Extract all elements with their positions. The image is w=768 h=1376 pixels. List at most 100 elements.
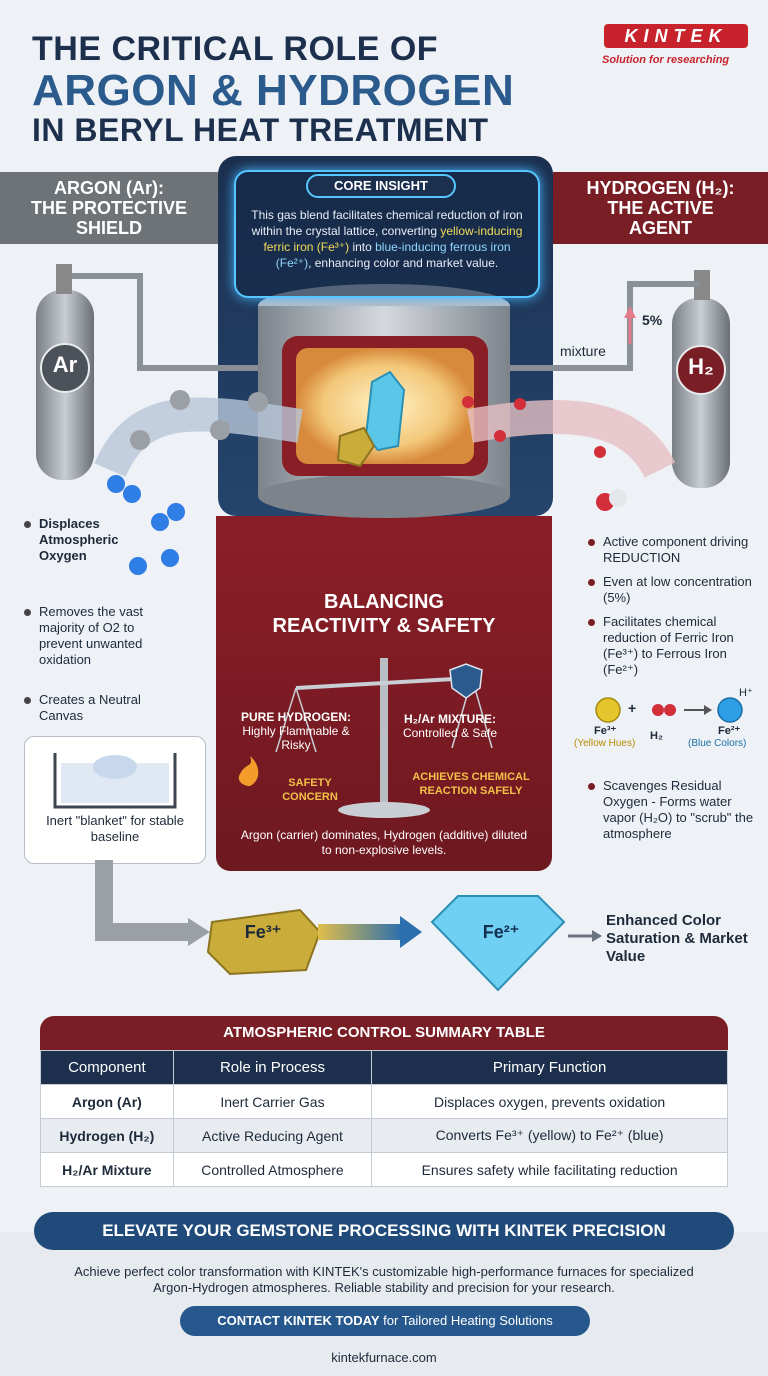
table-cell: Inert Carrier Gas [172,1084,373,1119]
argon-valve [56,264,72,294]
table-cell: Argon (Ar) [40,1084,174,1119]
balance-note: Argon (carrier) dominates, Hydrogen (add… [240,828,528,857]
table-header: Component [40,1050,174,1085]
hydrogen-molecule [462,396,474,408]
bullet-dot [588,619,595,626]
table-cell: Active Reducing Agent [172,1118,373,1153]
contact-button[interactable]: CONTACT KINTEK TODAY for Tailored Heatin… [180,1306,590,1336]
reaction-diagram: + H⁺ Fe³⁺ H₂ Fe²⁺ (Yellow Hues) (Blue Co… [574,687,758,760]
transformation-illustration [95,860,602,992]
scavenge-point: Scavenges Residual Oxygen - Forms water … [588,778,758,842]
bullet-dot [588,539,595,546]
bullet-dot [588,783,595,790]
argon-flow [94,397,303,478]
hydrogen-point-3: Facilitates chemical reduction of Ferric… [603,614,734,677]
hydrogen-tank-label: H₂ [688,354,714,379]
hydrogen-banner-line-2: THE ACTIVE [607,198,714,218]
core-insight-tag: CORE INSIGHT [306,174,456,198]
title-line-1: THE CRITICAL ROLE OF [32,30,439,68]
mixture-sub: Controlled & Safe [402,726,498,740]
reaction-molecules [595,697,743,723]
blue-crystal [364,370,406,452]
logo-tagline: Solution for researching [602,54,730,66]
hydrogen-points: Active component driving REDUCTION Even … [588,534,758,678]
contact-button-rest: for Tailored Heating Solutions [379,1313,553,1328]
table-row: Hydrogen (H₂) Active Reducing Agent Conv… [40,1118,728,1153]
argon-badge [40,343,90,393]
reaction-hplus: H⁺ [739,687,753,699]
bullet-dot [24,697,31,704]
kintek-logo[interactable]: KINTEK [604,24,748,48]
argon-banner-line-1: ARGON (Ar): [54,178,164,198]
balance-title-line-1: BALANCING [324,591,444,613]
bullet-dot [588,579,595,586]
hydrogen-molecule [494,430,506,442]
pure-hydrogen-sub: Highly Flammable & Risky [242,724,350,752]
reaction-fe3: Fe³⁺ [594,725,617,737]
hydrogen-molecule [609,489,627,507]
balance-title: BALANCING REACTIVITY & SAFETY [226,590,542,638]
table-header: Role in Process [172,1050,373,1085]
balance-title-line-2: REACTIVITY & SAFETY [272,615,496,637]
table-cell: Hydrogen (H₂) [40,1118,174,1153]
yellow-rough [336,426,376,468]
argon-banner: ARGON (Ar): THE PROTECTIVE SHIELD [0,172,218,244]
footer-text: Achieve perfect color transformation wit… [74,1264,694,1295]
table-cell: Converts Fe³⁺ (yellow) to Fe²⁺ (blue) [371,1118,728,1153]
argon-points: Displaces Atmospheric Oxygen Removes the… [24,516,214,724]
hydrogen-valve [694,270,710,300]
hydrogen-point-1: Active component driving REDUCTION [603,534,749,565]
hydrogen-flow [467,400,676,479]
blue-gem [430,895,566,992]
pure-hydrogen-label: PURE HYDROGEN: Highly Flammable & Risky [236,710,356,752]
oxygen-molecule [151,513,169,531]
scale-icon [238,658,493,818]
oxygen-molecule [107,475,125,493]
hydrogen-point-2: Even at low concentration (5%) [603,574,752,605]
argon-atom [130,430,150,450]
hydrogen-molecule [514,398,526,410]
reaction-fe3-note: (Yellow Hues) [574,738,636,749]
scavenge-text: Scavenges Residual Oxygen - Forms water … [603,778,754,841]
reaction-h2: H₂ [650,730,663,742]
argon-atom [210,420,230,440]
contact-button-bold: CONTACT KINTEK TODAY [217,1313,380,1328]
title-line-3: IN BERYL HEAT TREATMENT [32,112,489,148]
hydrogen-banner: HYDROGEN (H₂): THE ACTIVE AGENT [553,172,768,244]
oxygen-molecule [167,503,185,521]
reaction-fe2: Fe²⁺ [718,725,741,737]
argon-point-1: Displaces Atmospheric Oxygen [39,516,119,563]
argon-banner-line-3: SHIELD [75,218,142,238]
blanket-icon [53,753,177,809]
oxygen-molecule [129,557,147,575]
furnace-base [258,474,510,518]
core-text-yellow: yellow-inducing ferric iron (Fe³⁺) [263,224,523,254]
achieves-safely: ACHIEVES CHEMICAL REACTION SAFELY [412,771,530,797]
fire-icon [238,756,259,786]
mixture-label: mixture [560,343,606,359]
pure-hydrogen-title: PURE HYDROGEN: [240,710,351,724]
fe3-label: Fe³⁺ [244,922,282,942]
result-label: Enhanced Color Saturation & Market Value [606,912,748,965]
furnace-illustration [36,264,730,575]
mixture-title: H₂/Ar MIXTURE: [404,712,496,726]
table-cell: Ensures safety while facilitating reduct… [371,1152,728,1187]
hydrogen-molecule [594,446,606,458]
mixture-label-panel: H₂/Ar MIXTURE: Controlled & Safe [390,712,510,740]
core-insight-text: This gas blend facilitates chemical redu… [246,207,528,271]
website-link[interactable]: kintekfurnace.com [331,1350,437,1365]
reaction-plus: + [628,700,637,716]
core-insight-box [234,170,540,298]
blanket-caption: Inert "blanket" for stable baseline [46,813,184,844]
hydrogen-badge [676,345,726,395]
argon-pipe [72,273,260,371]
oxygen-molecule [161,549,179,567]
argon-atom [248,392,268,412]
table-row: H₂/Ar Mixture Controlled Atmosphere Ensu… [40,1152,728,1187]
reaction-fe2-note: (Blue Colors) [688,738,747,749]
yellow-stone [206,908,322,976]
oxygen-molecule [123,485,141,503]
table-title: ATMOSPHERIC CONTROL SUMMARY TABLE [40,1016,728,1050]
argon-tank-label: Ar [52,352,78,377]
table-cell: Controlled Atmosphere [172,1152,373,1187]
